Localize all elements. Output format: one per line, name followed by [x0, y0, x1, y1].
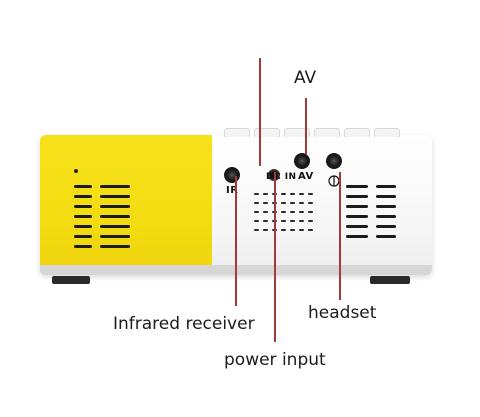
- vent-slot: [74, 235, 92, 238]
- grille-hole: [299, 220, 304, 222]
- yellow-side-panel: [40, 135, 212, 275]
- headset-port: [326, 153, 342, 169]
- grille-hole: [263, 202, 268, 204]
- grille-hole: [281, 202, 286, 204]
- dc-in-label: DC IN: [266, 172, 297, 182]
- vent-slot: [100, 245, 130, 248]
- vent-slot: [376, 225, 396, 228]
- grille-hole: [263, 220, 268, 222]
- vent-slot: [100, 225, 130, 228]
- grille-hole: [299, 202, 304, 204]
- grille-hole: [281, 211, 286, 213]
- grille-hole: [299, 229, 304, 231]
- vent-slot: [376, 205, 396, 208]
- vent-slot: [74, 185, 92, 188]
- grille-hole: [254, 211, 259, 213]
- vent-slot: [100, 185, 130, 188]
- speaker-grille: [254, 193, 314, 237]
- vent-slot: [100, 235, 130, 238]
- grille-hole: [308, 211, 313, 213]
- grille-hole: [290, 193, 295, 195]
- vent-slot: [346, 185, 368, 188]
- top-ridge-segment: [344, 128, 370, 137]
- vent-slot: [74, 195, 92, 198]
- vent-slot: [376, 235, 396, 238]
- left-foot: [52, 276, 90, 284]
- grille-hole: [281, 220, 286, 222]
- vent-slot: [100, 205, 130, 208]
- vent-slot: [346, 235, 368, 238]
- top-ridge-segment: [224, 128, 250, 137]
- vent-slot: [100, 215, 130, 218]
- grille-hole: [263, 229, 268, 231]
- vent-slot: [74, 225, 92, 228]
- grille-hole: [308, 202, 313, 204]
- top-buttons-ridge: [222, 128, 422, 138]
- grille-hole: [263, 211, 268, 213]
- grille-hole: [281, 229, 286, 231]
- vent-slot: [74, 215, 92, 218]
- headset-callout: headset: [308, 303, 377, 323]
- infrared-leader-line: [235, 176, 237, 306]
- top-ridge-segment: [284, 128, 310, 137]
- grille-hole: [290, 229, 295, 231]
- av-port-label: AV: [298, 171, 314, 182]
- grille-hole: [263, 193, 268, 195]
- vent-slot: [376, 195, 396, 198]
- grille-hole: [290, 202, 295, 204]
- power-leader-line: [274, 172, 276, 342]
- ir-label: IR: [226, 185, 239, 196]
- vent-slot: [346, 225, 368, 228]
- vent-slot: [100, 195, 130, 198]
- white-rear-panel: IR DC IN AV: [212, 135, 432, 275]
- grille-hole: [308, 193, 313, 195]
- grille-hole: [254, 220, 259, 222]
- grille-hole: [254, 193, 259, 195]
- av-callout: AV: [294, 68, 317, 88]
- vent-slot: [376, 185, 396, 188]
- av-port: [294, 153, 310, 169]
- power-input-callout: power input: [224, 350, 326, 370]
- ir-sensor: [224, 167, 240, 183]
- grille-hole: [281, 193, 286, 195]
- infrared-receiver-callout: Infrared receiver: [113, 314, 255, 334]
- vent-slot: [346, 205, 368, 208]
- headset-leader-line: [339, 172, 341, 300]
- top-ridge-segment: [374, 128, 400, 137]
- indicator-dot: [74, 169, 78, 173]
- top-ridge-segment: [314, 128, 340, 137]
- grille-hole: [299, 193, 304, 195]
- vent-slot: [346, 215, 368, 218]
- grille-hole: [254, 229, 259, 231]
- vent-slot: [74, 205, 92, 208]
- av-leader-label: [305, 98, 307, 154]
- grille-hole: [290, 220, 295, 222]
- grille-hole: [254, 202, 259, 204]
- grille-hole: [308, 229, 313, 231]
- right-foot: [370, 276, 410, 284]
- grille-hole: [290, 211, 295, 213]
- top-ridge-segment: [254, 128, 280, 137]
- av-leader-top: [259, 58, 261, 166]
- vent-slot: [74, 245, 92, 248]
- grille-hole: [299, 211, 304, 213]
- vent-slot: [346, 195, 368, 198]
- grille-hole: [308, 220, 313, 222]
- vent-slot: [376, 215, 396, 218]
